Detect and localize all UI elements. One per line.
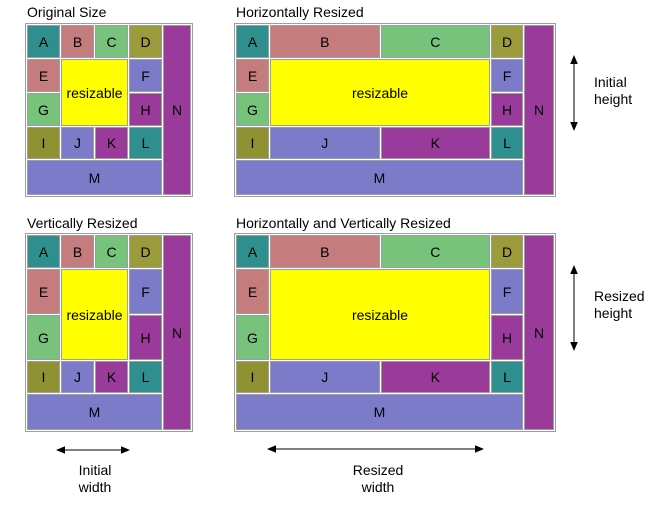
block-h: H	[491, 315, 523, 360]
panel-horizontally-vertically-resized: A B C D N E resizable F G H I J K L M	[234, 233, 556, 432]
block-a: A	[27, 235, 60, 268]
block-b: B	[61, 235, 94, 268]
block-i: I	[27, 361, 60, 393]
block-e: E	[236, 59, 269, 92]
block-b: B	[270, 235, 380, 268]
block-j: J	[61, 361, 94, 393]
block-l: L	[129, 361, 162, 393]
block-f: F	[491, 269, 523, 314]
block-f: F	[491, 59, 523, 92]
panel-title-horizontal: Horizontally Resized	[236, 4, 364, 20]
block-resizable: resizable	[61, 269, 128, 360]
block-d: D	[129, 25, 162, 58]
panel-title-vertical: Vertically Resized	[27, 215, 138, 231]
block-i: I	[236, 361, 269, 393]
block-d: D	[129, 235, 162, 268]
block-c: C	[380, 235, 490, 268]
resized-height-arrow	[570, 265, 578, 351]
block-n: N	[524, 235, 554, 430]
block-f: F	[129, 269, 162, 314]
panel-title-both: Horizontally and Vertically Resized	[236, 215, 451, 231]
block-h: H	[491, 93, 523, 126]
block-e: E	[236, 269, 269, 314]
block-i: I	[27, 127, 60, 159]
block-a: A	[27, 25, 60, 58]
block-m: M	[27, 394, 162, 430]
block-g: G	[236, 93, 269, 126]
block-j: J	[270, 361, 380, 393]
block-d: D	[491, 235, 523, 268]
block-k: K	[380, 127, 490, 159]
resized-width-label: Resized width	[352, 462, 404, 495]
panel-horizontally-resized: A B C D N E resizable F G H I J K L M	[234, 23, 556, 197]
block-h: H	[129, 315, 162, 360]
initial-height-arrow	[570, 55, 578, 131]
block-k: K	[95, 127, 128, 159]
resized-width-arrow	[267, 445, 484, 453]
block-resizable: resizable	[270, 269, 490, 360]
block-c: C	[95, 235, 128, 268]
block-j: J	[270, 127, 380, 159]
block-n: N	[163, 235, 191, 430]
block-b: B	[270, 25, 380, 58]
block-k: K	[95, 361, 128, 393]
block-e: E	[27, 269, 60, 314]
block-l: L	[491, 127, 523, 159]
block-h: H	[129, 93, 162, 126]
block-e: E	[27, 59, 60, 92]
block-l: L	[491, 361, 523, 393]
block-n: N	[163, 25, 191, 195]
block-m: M	[27, 160, 162, 195]
block-resizable: resizable	[270, 59, 490, 126]
resized-height-label: Resized height	[594, 288, 645, 321]
panel-vertically-resized: A B C D N E resizable F G H I J K L M	[25, 233, 193, 432]
initial-height-label: Initial height	[594, 74, 633, 107]
block-d: D	[491, 25, 523, 58]
block-m: M	[236, 394, 523, 430]
block-j: J	[61, 127, 94, 159]
block-g: G	[236, 315, 269, 360]
block-n: N	[524, 25, 554, 195]
block-a: A	[236, 25, 269, 58]
initial-width-arrow	[56, 446, 130, 454]
block-m: M	[236, 160, 523, 195]
block-f: F	[129, 59, 162, 92]
block-c: C	[380, 25, 490, 58]
initial-width-label: Initial width	[78, 462, 112, 495]
block-c: C	[95, 25, 128, 58]
block-i: I	[236, 127, 269, 159]
block-l: L	[129, 127, 162, 159]
block-g: G	[27, 315, 60, 360]
block-g: G	[27, 93, 60, 126]
block-resizable: resizable	[61, 59, 128, 126]
panel-title-original: Original Size	[27, 4, 107, 20]
block-b: B	[61, 25, 94, 58]
block-a: A	[236, 235, 269, 268]
block-k: K	[380, 361, 490, 393]
panel-original-size: A B C D N E resizable F G H I J K L M	[25, 23, 193, 197]
